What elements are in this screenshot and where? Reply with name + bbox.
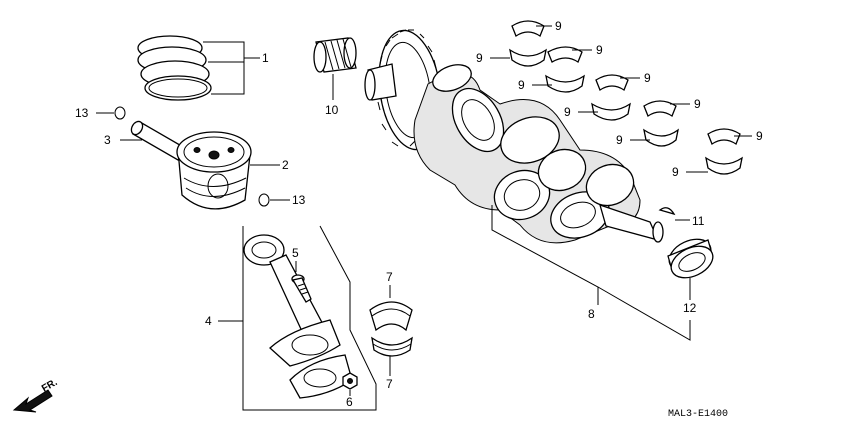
piston-clip-left-drawing	[114, 106, 126, 120]
callout-main-bearing: 9	[756, 129, 763, 143]
callout-piston-rings: 1	[262, 51, 269, 65]
callout-main-bearing: 9	[518, 78, 525, 92]
piston-rings-drawing	[137, 35, 212, 101]
callout-main-bearing: 9	[476, 51, 483, 65]
needle-bearing-10-drawing	[313, 37, 357, 73]
callout-crankshaft: 8	[588, 307, 595, 321]
rod-bearing-lower-drawing	[371, 336, 413, 357]
bearing-12-drawing	[667, 238, 714, 279]
rod-bolt-drawing	[291, 274, 312, 303]
callout-bearing-12: 12	[683, 301, 697, 315]
piston-clip-right-drawing	[258, 193, 270, 207]
crankshaft-drawing	[364, 29, 664, 244]
callout-rod-bolt: 5	[292, 246, 299, 260]
front-direction-label: FR.	[40, 377, 60, 395]
piston-drawing	[176, 131, 252, 210]
callout-rod-bearing-lower: 7	[386, 377, 393, 391]
callout-bearing-10: 10	[325, 103, 339, 117]
callout-piston-clip-right: 13	[292, 193, 306, 207]
callout-piston-clip-left: 13	[75, 106, 89, 120]
piston-pin-drawing	[130, 120, 186, 161]
diagram-code: MAL3-E1400	[668, 409, 728, 420]
callout-main-bearing: 9	[616, 133, 623, 147]
callout-main-bearing: 9	[564, 105, 571, 119]
front-direction-arrow-icon	[12, 389, 53, 413]
callout-key: 11	[692, 214, 705, 228]
callout-main-bearing: 9	[694, 97, 701, 111]
main-bearing-leaders	[490, 25, 752, 173]
callout-main-bearing: 9	[644, 71, 651, 85]
callout-piston-pin: 3	[104, 133, 111, 147]
callout-main-bearing: 9	[672, 165, 679, 179]
main-bearings-drawing	[509, 20, 743, 175]
callout-piston: 2	[282, 158, 289, 172]
rod-nut-drawing	[342, 372, 358, 390]
callout-main-bearing: 9	[596, 43, 603, 57]
callout-main-bearing: 9	[555, 19, 562, 33]
callout-rod-bearing-upper: 7	[386, 270, 393, 284]
rod-bearing-upper-drawing	[369, 301, 413, 332]
connecting-rod-drawing	[243, 234, 353, 399]
callout-rod-nut: 6	[346, 395, 353, 409]
key-drawing	[658, 207, 676, 216]
callout-connecting-rod: 4	[205, 314, 212, 328]
